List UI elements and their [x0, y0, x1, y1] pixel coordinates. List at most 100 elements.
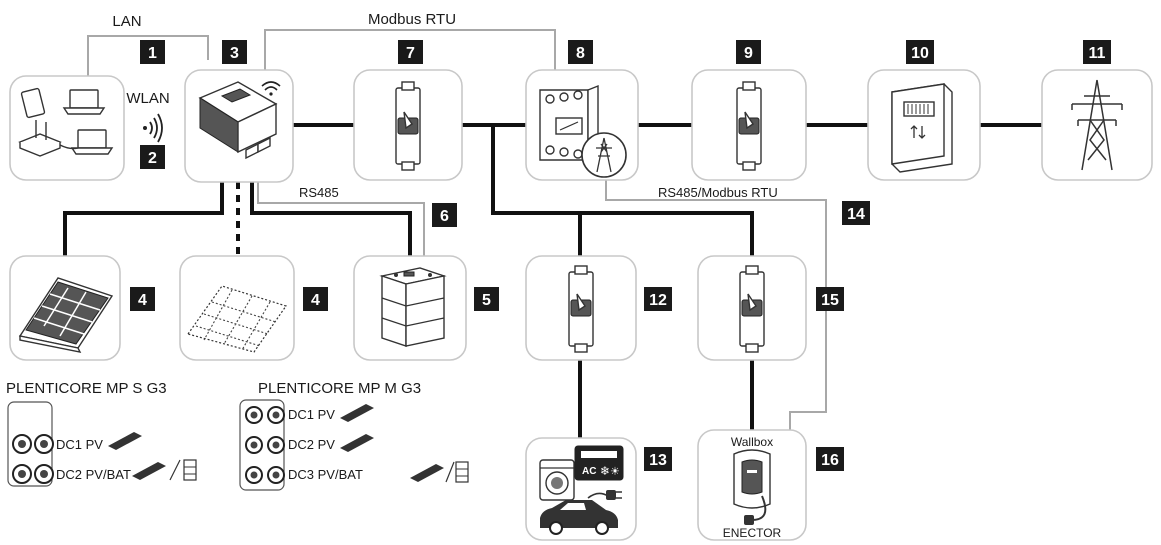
dc-connector-icon: [245, 466, 263, 484]
network-devices-box: [9, 75, 125, 181]
svg-text:6: 6: [440, 208, 449, 225]
dc-connector-icon: [267, 406, 285, 424]
lan-line: [87, 35, 209, 78]
svg-text:16: 16: [821, 452, 839, 469]
svg-text:13: 13: [649, 452, 667, 469]
modbus-rtu-label: Modbus RTU: [368, 11, 456, 28]
laptop-icon-2: [70, 129, 114, 155]
dc-connector-icon: [245, 406, 263, 424]
badge-3: 3: [222, 40, 247, 64]
badge-6: 6: [432, 203, 457, 227]
badge-1: 1: [140, 40, 165, 64]
svg-text:4: 4: [138, 292, 147, 309]
power-pylon-icon: [1071, 79, 1123, 171]
electric-car-icon: [540, 500, 618, 535]
svg-text:3: 3: [230, 45, 239, 62]
mini-pv-panel-icon: [108, 432, 142, 450]
svg-text:7: 7: [406, 45, 415, 62]
circuit-breaker-box-15: [697, 255, 807, 361]
wallbox-charger-icon: [733, 449, 771, 525]
badge-10: 10: [906, 40, 934, 64]
meter-cabinet-box: [867, 69, 981, 181]
solar-panel-ground-mount-icon: [187, 285, 287, 353]
badge-5: 5: [474, 287, 499, 311]
badge-4a: 4: [130, 287, 155, 311]
meter-cabinet-icon: [891, 83, 953, 173]
rs485-modbus-label: RS485/Modbus RTU: [658, 185, 778, 200]
mini-pv-panel-icon: [132, 462, 166, 480]
badge-11: 11: [1083, 40, 1111, 64]
svg-text:4: 4: [311, 292, 320, 309]
modbus-rtu-line: [264, 29, 556, 78]
m-dc2-label: DC2 PV: [288, 437, 335, 452]
svg-text:5: 5: [482, 292, 491, 309]
badge-4b: 4: [303, 287, 328, 311]
mini-pv-panel-icon: [340, 434, 374, 452]
svg-text:10: 10: [911, 45, 929, 62]
m-dc1-label: DC1 PV: [288, 407, 335, 422]
washing-machine-icon: [539, 459, 575, 501]
slash-divider: [169, 459, 181, 481]
battery-stack-icon: [379, 267, 447, 347]
inverter-icon: [198, 81, 278, 160]
power-line-branches: [491, 125, 754, 256]
power-lines: [63, 123, 1042, 438]
circuit-breaker-box-9: [691, 69, 807, 181]
inverter-box: [184, 69, 294, 183]
m-dc3-label: DC3 PV/BAT: [288, 467, 363, 482]
lan-label: LAN: [112, 13, 141, 30]
svg-text:1: 1: [148, 45, 157, 62]
mini-battery-icon: [455, 461, 469, 483]
svg-text:8: 8: [576, 45, 585, 62]
sun-icon: ☀: [610, 465, 620, 478]
snowflake-icon: ❄: [600, 464, 610, 478]
pv-roof-box: [9, 255, 121, 361]
wallbox-label: Wallbox: [731, 435, 773, 449]
svg-text:2: 2: [148, 150, 157, 167]
badge-2: 2: [140, 145, 165, 169]
rs485-line: [257, 182, 425, 256]
svg-text:14: 14: [847, 206, 865, 223]
variant-s-title: PLENTICORE MP S G3: [6, 380, 167, 397]
pv-ground-box: [179, 255, 295, 361]
dc-connector-icon: [245, 436, 263, 454]
number-badges: 1 2 3 4 4 5 6 7 8 9 10 11 12 13 14 15 16: [130, 40, 1111, 471]
badge-12: 12: [644, 287, 672, 311]
circuit-breaker-icon: [739, 265, 765, 353]
badge-8: 8: [568, 40, 593, 64]
dc-connector-icon: [12, 464, 32, 484]
tablet-icon: [20, 87, 46, 119]
cable-icon: [59, 144, 79, 150]
public-grid-box: [1041, 69, 1153, 181]
dc-connector-icon: [12, 434, 32, 454]
svg-text:9: 9: [744, 45, 753, 62]
laptop-icon: [62, 89, 106, 115]
circuit-breaker-icon: [736, 81, 762, 171]
solar-panel-roof-icon: [18, 277, 114, 353]
circuit-breaker-icon: [568, 265, 594, 353]
dc-connector-icon: [34, 464, 54, 484]
battery-storage-box: [353, 255, 467, 361]
s-dc1-label: DC1 PV: [56, 437, 103, 452]
energy-meter-box: [525, 69, 639, 181]
wallbox-box: Wallbox ENECTOR: [697, 429, 807, 541]
wifi-signal-icon: [143, 113, 163, 143]
wlan-label: WLAN: [126, 90, 169, 107]
variant-m-title: PLENTICORE MP M G3: [258, 380, 421, 397]
grid-tower-circle-icon: [581, 132, 627, 178]
mini-pv-panel-icon: [340, 404, 374, 422]
wallbox-brand-label: ENECTOR: [723, 526, 782, 540]
appliance-panel-icon: AC ❄ ☀: [574, 445, 624, 481]
dc-connector-icon: [34, 434, 54, 454]
svg-text:15: 15: [821, 292, 839, 309]
badge-7: 7: [398, 40, 423, 64]
variant-s-panel: PLENTICORE MP S G3 DC1 PV DC2 PV/BAT: [6, 380, 197, 487]
badge-15: 15: [816, 287, 844, 311]
mini-battery-icon: [183, 459, 197, 481]
household-consumers-box: AC ❄ ☀: [525, 437, 637, 541]
circuit-breaker-box-12: [525, 255, 637, 361]
rs485-label: RS485: [299, 185, 339, 200]
dc-connector-icon: [267, 466, 285, 484]
badge-16: 16: [816, 447, 844, 471]
s-dc2-label: DC2 PV/BAT: [56, 467, 131, 482]
